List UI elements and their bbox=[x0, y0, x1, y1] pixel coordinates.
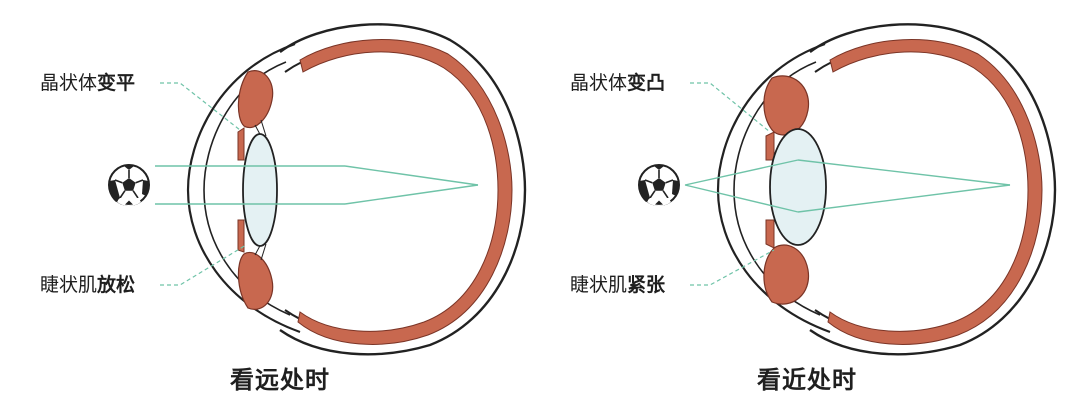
ciliary-muscle-lower bbox=[237, 251, 274, 310]
eye-outline bbox=[716, 23, 1057, 356]
muscle-leader bbox=[160, 244, 247, 286]
lens-label: 晶状体变平 bbox=[40, 71, 135, 94]
panel-distant: 晶状体变平 睫状肌放松 看远处时 bbox=[40, 23, 527, 394]
soccer-ball-icon bbox=[637, 164, 681, 207]
muscle-label: 睫状肌紧张 bbox=[570, 274, 666, 296]
caption-near: 看近处时 bbox=[757, 366, 857, 394]
caption-distant: 看远处时 bbox=[230, 366, 330, 394]
lens-leader bbox=[690, 82, 771, 133]
light-rays bbox=[155, 165, 479, 205]
lens-convex bbox=[769, 128, 827, 246]
light-rays bbox=[684, 159, 1011, 213]
lens-leader bbox=[160, 82, 241, 131]
panel-near: 晶状体变凸 睫状肌紧张 看近处时 bbox=[570, 23, 1057, 394]
soccer-ball-icon bbox=[107, 164, 151, 207]
ciliary-muscle-upper bbox=[763, 75, 810, 136]
ciliary-muscle-upper bbox=[237, 70, 274, 129]
eye-outline bbox=[186, 23, 527, 356]
muscle-leader bbox=[690, 249, 775, 286]
ciliary-muscle-lower bbox=[763, 244, 810, 305]
muscle-label: 睫状肌放松 bbox=[40, 273, 135, 296]
lens-flat bbox=[242, 133, 278, 247]
lens-label: 晶状体变凸 bbox=[570, 71, 665, 94]
